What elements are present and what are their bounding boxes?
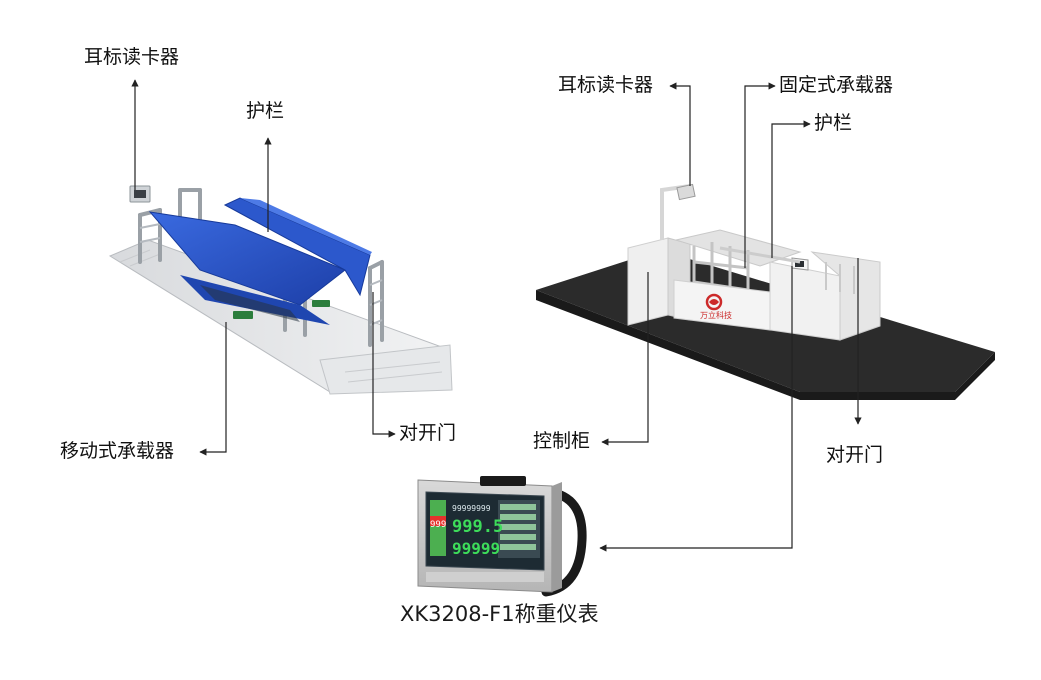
leader-left-double-door — [372, 292, 396, 438]
leader-right-guardrail — [771, 120, 811, 258]
label-right-double-door: 对开门 — [826, 444, 884, 466]
label-left-guardrail: 护栏 — [246, 100, 285, 122]
indicator-main-reading: 999.5 — [452, 517, 503, 537]
label-control-cabinet: 控制柜 — [533, 430, 591, 452]
leader-fixed-load-carrier — [744, 82, 776, 268]
label-mobile-load-carrier: 移动式承载器 — [60, 440, 175, 462]
label-right-guardrail: 护栏 — [814, 112, 853, 134]
label-left-double-door: 对开门 — [399, 422, 457, 444]
mobile-platform-illustration — [108, 185, 453, 395]
indicator-red-reading: 999 — [430, 520, 446, 530]
indicator-bottom-reading: 99999 — [452, 539, 500, 558]
label-fixed-load-carrier: 固定式承载器 — [779, 74, 894, 96]
indicator-illustration: 99999999 999 999.5 99999 — [417, 476, 587, 597]
fixed-station-illustration — [536, 183, 995, 400]
leader-lines — [131, 79, 862, 552]
label-weighing-indicator: XK3208-F1称重仪表 — [400, 602, 599, 626]
leader-right-ear-tag-reader — [669, 82, 691, 186]
leader-control-cabinet — [601, 272, 649, 446]
label-left-ear-tag-reader: 耳标读卡器 — [84, 46, 180, 68]
leader-weighing-indicator — [599, 266, 793, 552]
indicator-top-reading: 99999999 — [452, 504, 491, 513]
label-right-ear-tag-reader: 耳标读卡器 — [558, 74, 654, 96]
leader-mobile-load-carrier — [199, 322, 227, 456]
brand-text: 万立科技 — [700, 310, 732, 320]
